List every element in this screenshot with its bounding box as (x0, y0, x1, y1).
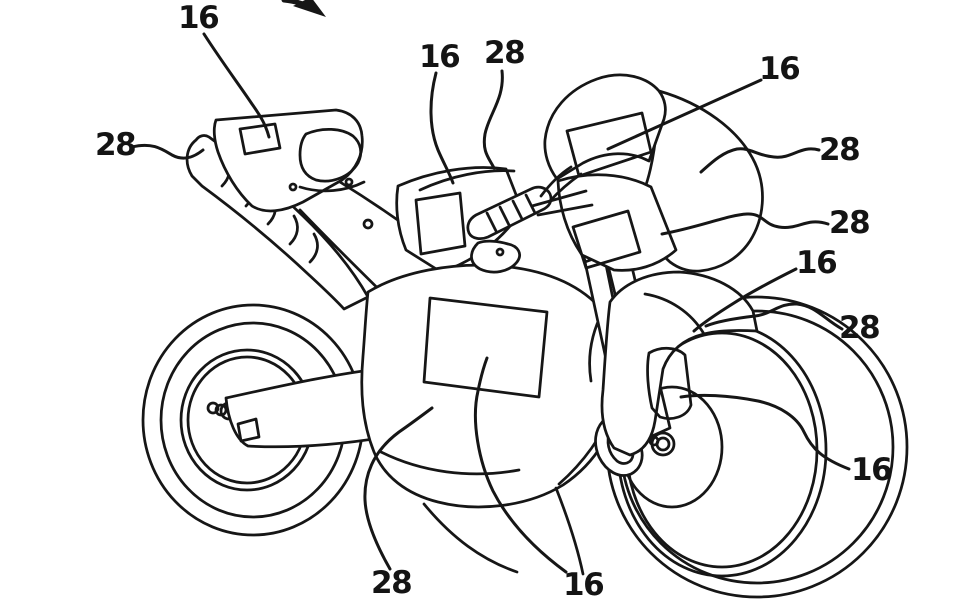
ref-label-28-exhaust: 28 (95, 127, 137, 163)
ref-label-28-fairing: 28 (371, 565, 413, 600)
windscreen (543, 73, 667, 181)
ref-label-16-tank: 16 (419, 39, 461, 75)
tail-cowl (212, 108, 374, 230)
ref-label-28-tank: 28 (484, 35, 526, 71)
fender-heater-panel (646, 347, 693, 420)
cowl-heater-panel (571, 209, 642, 270)
seat-hump (298, 128, 363, 183)
ref-label-28-upper-cowl: 28 (819, 132, 861, 168)
ref-label-28-fender: 28 (839, 310, 881, 346)
front-cowl (556, 89, 764, 273)
ref-label-16-fender: 16 (851, 452, 893, 488)
lower-fairing (360, 263, 625, 576)
ref-label-16-windscreen: 16 (759, 51, 801, 87)
ref-label-16-tail: 16 (178, 0, 220, 36)
direction-arrow-icon (281, 0, 326, 17)
handlebar-cluster (466, 165, 594, 274)
ref-label-28-side-cowl: 28 (829, 205, 871, 241)
fairing-heater-panel (422, 296, 549, 399)
leader-lines (130, 32, 851, 574)
tank-heater-panel (414, 191, 467, 256)
fuel-tank (395, 166, 524, 274)
ref-label-16-fairing: 16 (563, 567, 605, 600)
ref-label-16-nose: 16 (796, 245, 838, 281)
front-fender (600, 270, 759, 457)
windscreen-heater-panel (565, 111, 653, 178)
